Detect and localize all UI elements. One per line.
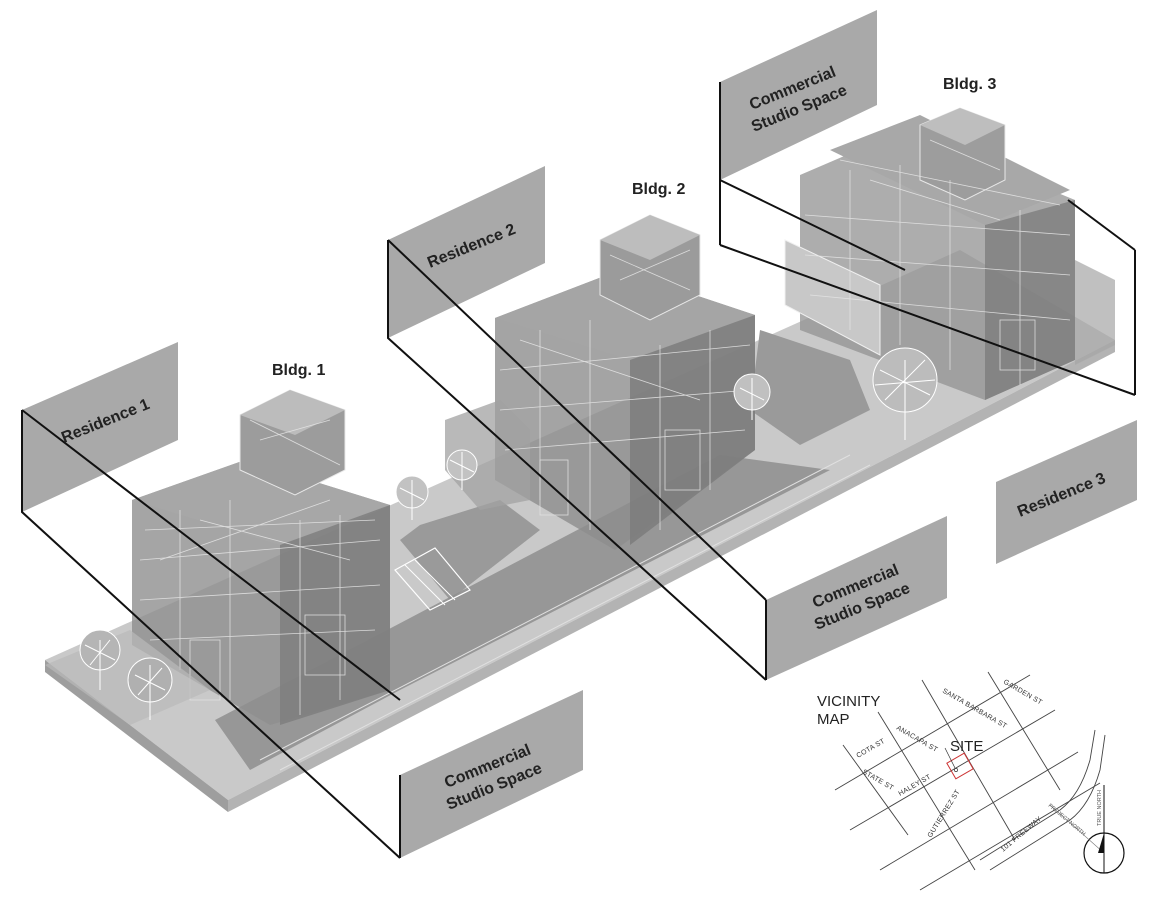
street-cota: COTA ST — [856, 738, 887, 760]
project-north-label: PROJECT NORTH — [1047, 803, 1087, 838]
tree — [395, 475, 429, 520]
commercial-studio-1-callout: Commercial Studio Space — [399, 690, 583, 858]
street-haley: HALEY ST — [898, 773, 933, 797]
residence-3-callout: Residence 3 — [996, 420, 1137, 564]
tree — [872, 347, 938, 440]
tree — [446, 449, 478, 490]
residence-1-callout: Residence 1 — [21, 342, 401, 859]
north-arrow: TRUE NORTH PROJECT NORTH — [1047, 785, 1125, 874]
vicinity-map-title-line1: VICINITY — [817, 693, 880, 710]
building-3 — [784, 107, 1115, 400]
street-state: STATE ST — [861, 769, 895, 793]
true-north-label: TRUE NORTH — [1097, 790, 1103, 826]
commercial-studio-2-callout: Commercial Studio Space — [765, 516, 947, 680]
bldg-2-label: Bldg. 2 — [632, 181, 685, 198]
commercial-studio-3-callout: Commercial Studio Space — [719, 10, 1136, 396]
bldg-1-label: Bldg. 1 — [272, 362, 325, 379]
street-garden: GARDEN ST — [1002, 679, 1044, 707]
street-101-freeway: 101 FREEWAY — [1000, 816, 1043, 854]
tree — [733, 373, 771, 420]
site-label: SITE — [950, 738, 983, 755]
tree — [127, 657, 173, 720]
vicinity-map: VICINITY MAP SITE SANTA BARBARA ST GARDE… — [817, 671, 1106, 891]
site-marker — [946, 752, 974, 780]
tree — [79, 629, 121, 690]
bldg-3-label: Bldg. 3 — [943, 76, 996, 93]
building-2 — [445, 214, 755, 550]
trees — [79, 347, 938, 720]
vicinity-map-title-line2: MAP — [817, 711, 850, 728]
residence-2-callout: Residence 2 — [387, 166, 767, 681]
